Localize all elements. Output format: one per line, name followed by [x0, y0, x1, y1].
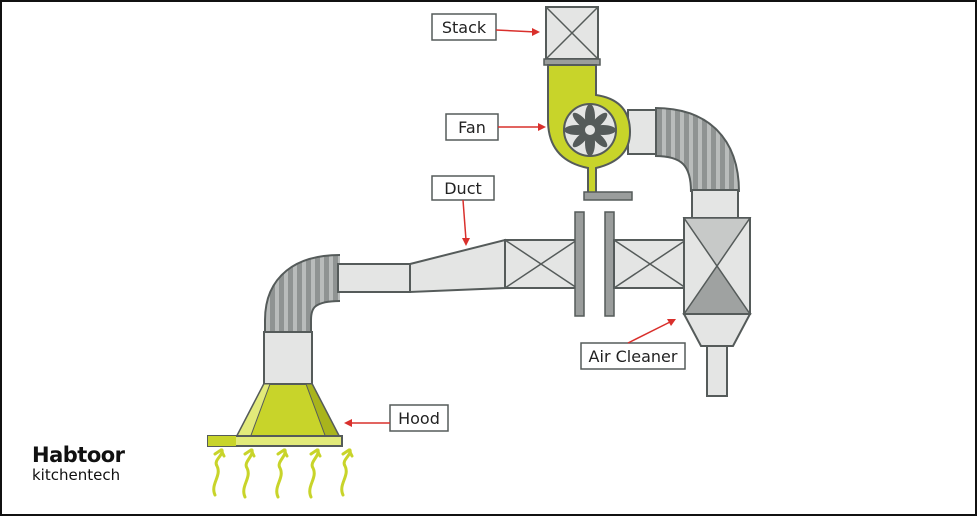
- duct: [337, 211, 687, 317]
- label-hood: Hood: [344, 404, 449, 432]
- label-fan-text: Fan: [458, 118, 486, 137]
- label-fan: Fan: [445, 113, 546, 141]
- label-stack-text: Stack: [442, 18, 487, 37]
- air-cleaner: [682, 217, 752, 397]
- label-air-cleaner: Air Cleaner: [580, 319, 686, 370]
- heat-waves-icon: [212, 448, 354, 499]
- brand-name: Habtoor: [32, 443, 125, 467]
- fan-blades-icon: [564, 104, 616, 156]
- stack: [543, 6, 601, 66]
- brand-logo: Habtoor kitchentech: [32, 444, 125, 484]
- brand-tagline: kitchentech: [32, 466, 121, 484]
- label-hood-text: Hood: [398, 409, 440, 428]
- label-duct: Duct: [431, 175, 495, 246]
- hood: [207, 383, 343, 447]
- label-air-cleaner-text: Air Cleaner: [589, 347, 678, 366]
- fan-to-cleaner-bend: [627, 107, 740, 221]
- label-stack: Stack: [431, 13, 540, 41]
- hood-bend: [263, 254, 341, 385]
- label-duct-text: Duct: [444, 179, 482, 198]
- fan: [547, 64, 633, 201]
